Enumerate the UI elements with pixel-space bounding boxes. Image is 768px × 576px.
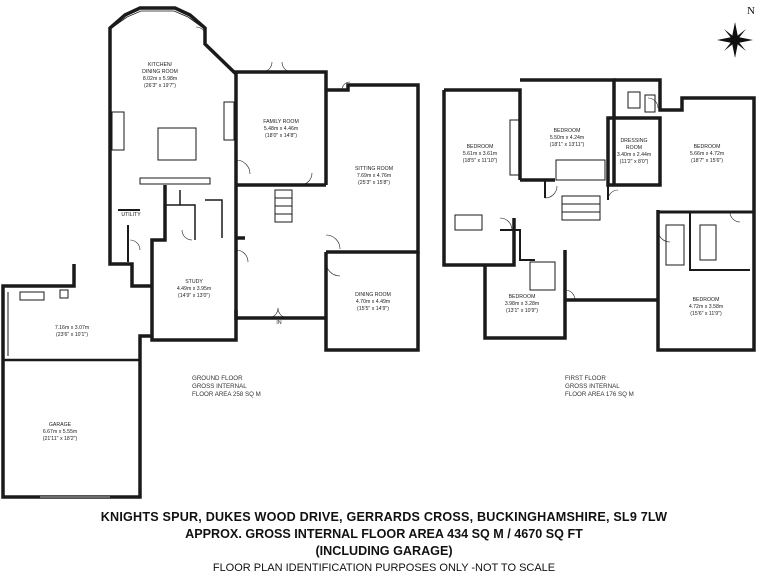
- bedroom-5-label: BEDROOM: [693, 297, 720, 303]
- family-room-dims-imperial: (18'0" x 14'8"): [265, 133, 297, 139]
- workshop-dims-imperial: (23'6" x 10'1"): [56, 332, 88, 338]
- sitting-room-label: SITTING ROOM: [355, 166, 393, 172]
- dressing-room-dims: 3.40m x 2.44m: [617, 152, 651, 158]
- kitchen-label: KITCHEN/: [148, 62, 173, 68]
- study-dims-imperial: (14'9" x 13'0"): [178, 293, 210, 299]
- ground-floor-labels: KITCHEN/ DINING ROOM 8.02m x 5.98m (26'3…: [43, 62, 393, 442]
- disclaimer: FLOOR PLAN IDENTIFICATION PURPOSES ONLY …: [212, 562, 556, 574]
- garage-label: GARAGE: [49, 422, 72, 428]
- study-dims: 4.49m x 3.95m: [177, 286, 211, 292]
- bedroom-1-dims: 5.61m x 3.61m: [463, 151, 497, 157]
- bedroom-4-label: BEDROOM: [509, 294, 536, 300]
- dressing-room-label-2: ROOM: [626, 145, 642, 151]
- garage-dims: 6.67m x 5.55m: [43, 429, 77, 435]
- bedroom-5-dims-imperial: (15'6" x 11'9"): [690, 311, 722, 317]
- bedroom-1-dims-imperial: (18'5" x 11'10"): [463, 158, 498, 164]
- study-label: STUDY: [185, 279, 203, 285]
- first-floor-walls: [442, 78, 756, 352]
- dressing-room-dims-imperial: (11'2" x 8'0"): [620, 159, 649, 165]
- ground-floor-title: GROUND FLOOR: [192, 375, 243, 382]
- bedroom-3-label: BEDROOM: [694, 144, 721, 150]
- bedroom-4-dims: 3.98m x 3.28m: [505, 301, 539, 307]
- dining-room-label: DINING ROOM: [355, 292, 391, 298]
- dining-room-dims: 4.70m x 4.49m: [356, 299, 390, 305]
- bedroom-3-dims-imperial: (18'7" x 15'6"): [691, 158, 723, 164]
- kitchen-label-2: DINING ROOM: [142, 69, 178, 75]
- bedroom-4-dims-imperial: (13'1" x 10'9"): [506, 308, 538, 314]
- floor-plan-drawing: N IN KITCHEN/ DINING ROOM 8.02m x 5.98m …: [1, 5, 756, 499]
- north-label: N: [747, 5, 755, 17]
- bedroom-2-dims: 5.50m x 4.24m: [550, 135, 584, 141]
- bedroom-2-dims-imperial: (18'1" x 13'11"): [550, 142, 585, 148]
- ground-floor-area: FLOOR AREA 258 SQ M: [192, 391, 261, 398]
- kitchen-dims: 8.02m x 5.98m: [143, 76, 177, 82]
- ground-floor-walls: [1, 6, 420, 499]
- kitchen-dims-imperial: (26'3" x 19'7"): [144, 83, 176, 89]
- bedroom-3-dims: 5.66m x 4.72m: [690, 151, 724, 157]
- sitting-room-dims: 7.69m x 4.76m: [357, 173, 391, 179]
- total-floor-area: APPROX. GROSS INTERNAL FLOOR AREA 434 SQ…: [185, 527, 583, 541]
- ground-floor-note: GROSS INTERNAL: [192, 383, 247, 390]
- entrance-label: IN: [276, 320, 281, 326]
- compass-rose: N: [717, 5, 755, 58]
- family-room-label: FAMILY ROOM: [263, 119, 299, 125]
- garage-note: (INCLUDING GARAGE): [315, 544, 453, 558]
- first-floor-area: FLOOR AREA 176 SQ M: [565, 391, 634, 398]
- dressing-room-label: DRESSING: [620, 138, 647, 144]
- dining-room-dims-imperial: (15'5" x 14'9"): [357, 306, 389, 312]
- first-floor-labels: BEDROOM 5.61m x 3.61m (18'5" x 11'10") B…: [463, 128, 724, 398]
- first-floor-title: FIRST FLOOR: [565, 375, 606, 382]
- workshop-dims: 7.16m x 3.07m: [55, 325, 89, 331]
- garage-dims-imperial: (21'11" x 18'2"): [43, 436, 78, 442]
- bedroom-1-label: BEDROOM: [467, 144, 494, 150]
- property-address: KNIGHTS SPUR, DUKES WOOD DRIVE, GERRARDS…: [100, 510, 668, 524]
- utility-label: UTILITY: [121, 212, 141, 218]
- first-floor-note: GROSS INTERNAL: [565, 383, 620, 390]
- sitting-room-dims-imperial: (25'3" x 15'8"): [358, 180, 390, 186]
- bedroom-2-label: BEDROOM: [554, 128, 581, 134]
- bedroom-5-dims: 4.72m x 3.58m: [689, 304, 723, 310]
- family-room-dims: 5.48m x 4.46m: [264, 126, 298, 132]
